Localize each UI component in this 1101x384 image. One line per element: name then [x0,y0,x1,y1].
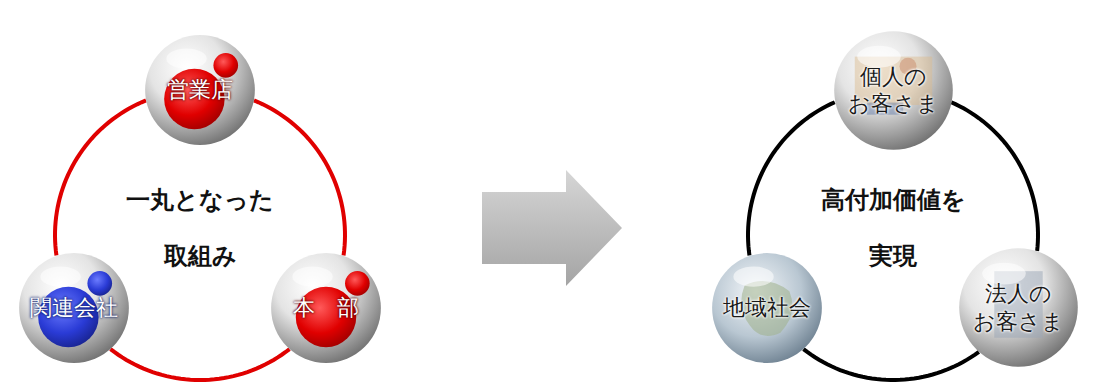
ring-arc [748,102,835,255]
sphere [959,248,1078,367]
corporate-sphere: 法人の お客さま [958,247,1079,368]
node-text: 地域社会 [723,294,811,322]
ring-arc [254,100,345,255]
ring-arc [951,102,1038,251]
highlight [41,266,81,286]
community-sphere: 地域社会 [711,252,823,364]
sphere [145,35,255,145]
block-arrow [482,170,622,286]
node-text: 本 部 [293,294,359,322]
logo-dot [345,271,370,296]
highlight [166,49,206,69]
sphere [271,253,381,363]
sphere-shape [958,247,1079,368]
node-text: 個人の お客さま [843,63,943,118]
node-text: 法人の お客さま [969,280,1069,335]
ring-arc [803,349,978,380]
ring-arc [110,349,289,380]
node-text: 関連会社 [30,294,118,322]
center-caption: 一丸となった 取組み [105,172,295,284]
affiliate-sphere: 関連会社 [18,252,130,364]
ring-arc [55,100,146,255]
branch-sphere: 営業店 [144,34,256,146]
sphere [713,253,823,363]
logo-dot [213,53,238,78]
center-caption: 高付加価値を 実現 [798,172,988,284]
customer-sphere: 個人の お客さま [833,30,954,151]
sphere [834,31,953,150]
logo-dot [88,271,113,296]
node-text: 営業店 [167,76,233,104]
sphere [20,253,130,363]
headquarters-sphere: 本 部 [270,252,382,364]
highlight [292,266,332,286]
sphere-shape [833,30,954,151]
highlight [734,266,774,286]
